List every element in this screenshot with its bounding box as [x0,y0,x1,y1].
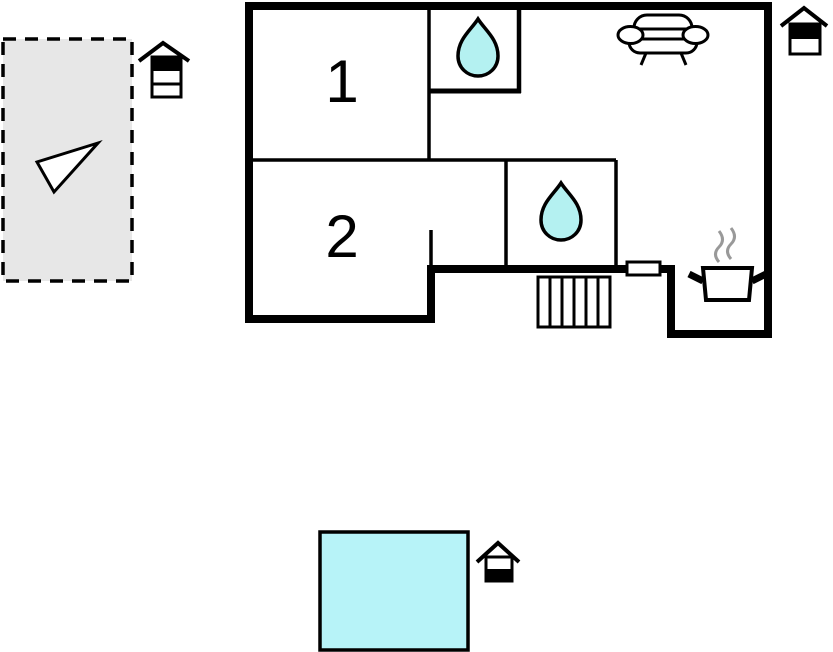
sofa-icon [616,13,710,66]
steam-line [726,227,736,260]
sofa-leg-right [679,52,688,66]
pot-handle-right [750,270,768,285]
door-opening-icon [625,260,662,277]
stairs-icon [536,275,612,329]
house-filled-level [790,24,820,39]
annex-area [1,37,134,283]
sofa-armrest-left [616,25,645,45]
arrow-icon [34,139,103,195]
sofa-leg-left [639,52,648,66]
interior-walls [247,6,618,266]
pot-body [700,266,755,302]
house-level-icon-annex [137,40,191,99]
house-filled-level [486,569,512,581]
steam-line [714,230,724,263]
house-level-icon-main [779,5,829,56]
pot-handle-left [687,270,705,285]
water-drop-icon [539,179,583,242]
room-1-label: 1 [325,48,358,115]
cooking-pot-icon [687,227,768,302]
house-level-icon-pool [475,540,521,583]
house-filled-level [152,57,181,71]
pool [318,530,470,652]
water-drop-icon [456,15,500,78]
main-floor-plan: 1 2 [245,2,772,338]
house-roof-icon [779,5,829,28]
exterior-walls [245,2,772,338]
room-2-label: 2 [325,203,358,270]
house-roof-icon [137,40,191,63]
sofa-armrest-right [681,25,710,45]
